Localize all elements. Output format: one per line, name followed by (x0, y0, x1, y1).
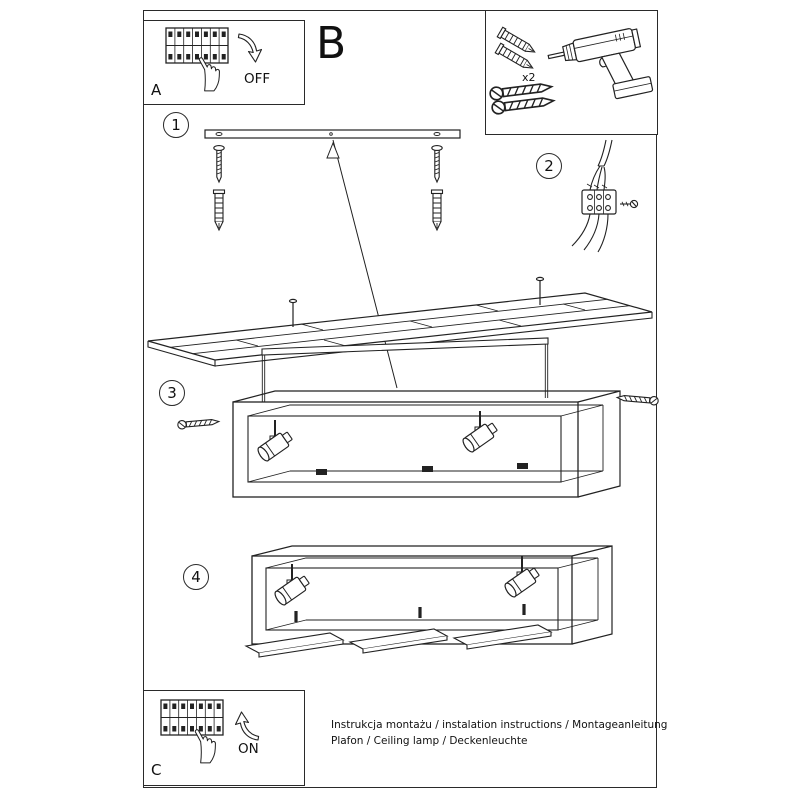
step-4-number: 4 (183, 564, 209, 590)
step-1-number: 1 (163, 112, 189, 138)
panel-c-label: C (151, 761, 162, 779)
footer-text: Instrukcja montażu / instalation instruc… (331, 718, 667, 750)
plug-quantity-label: x2 (522, 71, 536, 84)
power-on-label: ON (238, 741, 259, 757)
panel-power-on: C ON (143, 690, 305, 786)
panel-a-label: A (151, 81, 162, 99)
footer-line-1: Instrukcja montażu / instalation instruc… (331, 719, 668, 731)
panel-power-off: A OFF (143, 20, 305, 105)
tools-panel: x2 (485, 10, 658, 135)
step-2-number: 2 (536, 153, 562, 179)
footer-line-2: Plafon / Ceiling lamp / Deckenleuchte (331, 734, 528, 747)
section-b-label: B (316, 18, 347, 69)
power-off-label: OFF (244, 71, 271, 87)
step-3-number: 3 (159, 380, 185, 406)
